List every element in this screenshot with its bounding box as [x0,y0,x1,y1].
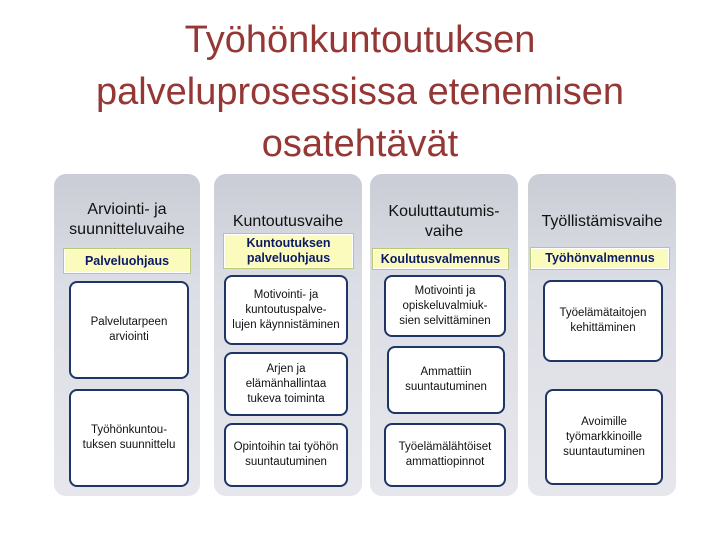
phase-title: Arviointi- ja suunnitteluvaihe [69,201,185,238]
task-text: Motivointi- ja kuntoutuspalve- lujen käy… [232,288,340,331]
task-text: Työelämätaitojen kehittäminen [559,307,647,334]
phase-column-employment: Työllistämisvaihe Työhönvalmennus Työelä… [528,174,676,496]
task-box: Työelämälähtöiset ammattiopinnot [384,423,506,487]
task-text: Työelämälähtöiset ammattiopinnot [398,441,492,468]
phase-label: Palveluohjaus [63,248,191,274]
title-line-3: osatehtävät [261,123,459,165]
task-box: Motivointi ja opiskeluvalmiuk- sien selv… [384,275,506,337]
title-line-2: palveluprosessissa etenemisen [95,71,625,113]
task-box: Avoimille työmarkkinoille suuntautuminen [545,389,663,485]
task-text: Opintoihin tai työhön suuntautuminen [233,441,339,468]
phase-title: Työllistämisvaihe [541,213,663,230]
task-text: Palvelutarpeen arviointi [90,316,168,343]
slide-title: Työhönkuntoutuksen palveluprosessissa et… [0,14,720,170]
phase-label: Koulutusvalmennus [372,248,509,270]
task-box: Motivointi- ja kuntoutuspalve- lujen käy… [224,275,348,345]
task-box: Ammattiin suuntautuminen [387,346,505,414]
task-box: Palvelutarpeen arviointi [69,281,189,379]
phase-label: Kuntoutuksen palveluohjaus [223,233,354,269]
phase-column-assessment: Arviointi- ja suunnitteluvaihe Palveluoh… [54,174,200,496]
phase-label: Työhönvalmennus [530,247,670,270]
task-text: Motivointi ja opiskeluvalmiuk- sien selv… [399,284,491,327]
task-text: Arjen ja elämänhallintaa tukeva toiminta [245,362,327,405]
task-text: Avoimille työmarkkinoille suuntautuminen [563,415,645,458]
task-box: Arjen ja elämänhallintaa tukeva toiminta [224,352,348,416]
task-box: Opintoihin tai työhön suuntautuminen [224,423,348,487]
task-box: Työelämätaitojen kehittäminen [543,280,663,362]
phase-title: Kouluttautumis- vaihe [388,203,500,240]
phase-title: Kuntoutusvaihe [232,213,344,230]
task-box: Työhönkuntou- tuksen suunnittelu [69,389,189,487]
phase-column-rehabilitation: Kuntoutusvaihe Kuntoutuksen palveluohjau… [214,174,362,496]
task-text: Työhönkuntou- tuksen suunnittelu [82,424,176,451]
title-line-1: Työhönkuntoutuksen [184,19,536,61]
phase-column-training: Kouluttautumis- vaihe Koulutusvalmennus … [370,174,518,496]
task-text: Ammattiin suuntautuminen [405,366,487,393]
